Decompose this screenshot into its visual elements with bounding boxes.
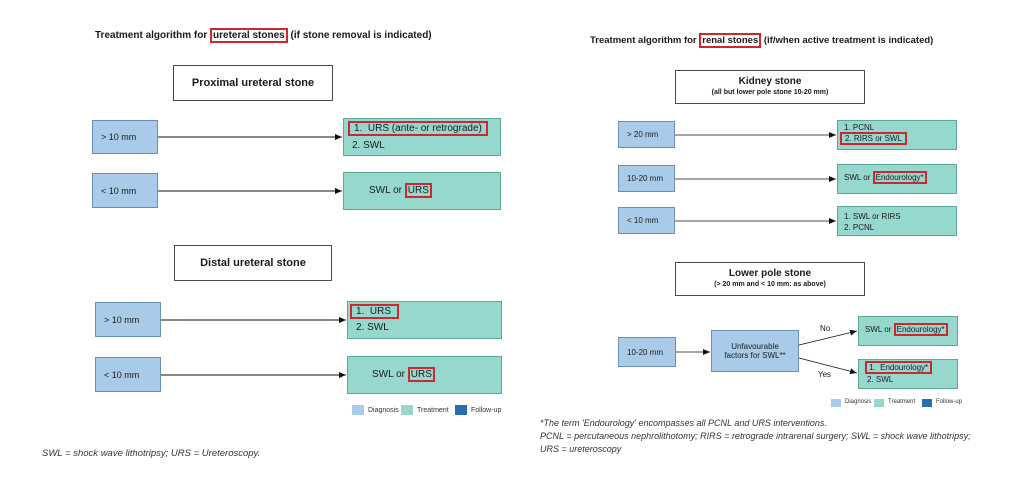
- left-title: Treatment algorithm for ureteral stones …: [95, 28, 432, 43]
- legend-treatment: Treatment: [417, 407, 449, 414]
- left-footnote: SWL = shock wave lithotripsy; URS = Uret…: [42, 448, 261, 459]
- left-title-highlight: ureteral stones: [210, 28, 288, 43]
- legend-diagnosis: Diagnosis: [368, 407, 399, 414]
- lt10-treatment: 1. SWL or RIRS 2. PCNL: [837, 206, 957, 236]
- arrow-unfav-yes: [798, 357, 858, 375]
- arrow-unfav-no: [798, 329, 858, 346]
- lt10-diagnosis: < 10 mm: [618, 207, 675, 234]
- dist-lt10-highlight: URS: [407, 367, 435, 382]
- prox-lt10-highlight: URS: [404, 183, 432, 198]
- gt20-diagnosis: > 20 mm: [618, 121, 675, 148]
- lp-10-20-diagnosis: 10-20 mm: [618, 337, 676, 367]
- legend2-swatch-followup: [922, 399, 932, 407]
- gt20-tx2-highlight: 2. RIRS or SWL: [840, 132, 907, 145]
- proximal-header: Proximal ureteral stone: [173, 65, 333, 101]
- legend2-swatch-diagnosis: [831, 399, 841, 407]
- legend-swatch-treatment: [401, 405, 413, 415]
- prox-gt10-treatment: 1. URS (ante- or retrograde) 2. SWL: [343, 118, 501, 156]
- dist-gt10-tx1-highlight: 1. URS: [350, 304, 400, 319]
- right-note-3: URS = ureteroscopy: [540, 444, 622, 454]
- yes-treatment: 1. Endourology* 2. SWL: [858, 359, 958, 389]
- legend2-treatment: Treatment: [888, 399, 916, 405]
- right-notes: *The term 'Endourology' encompasses all …: [540, 417, 971, 456]
- yes-label: Yes: [818, 370, 832, 379]
- prox-gt10-tx1-highlight: 1. URS (ante- or retrograde): [348, 121, 488, 136]
- no-tx-highlight: Endourology*: [893, 323, 948, 336]
- legend2-followup: Follow-up: [936, 399, 963, 405]
- gt20-treatment: 1. PCNL 2. RIRS or SWL: [837, 120, 957, 150]
- right-note-1: *The term 'Endourology' encompasses all …: [540, 418, 827, 428]
- prox-lt10-diagnosis: < 10 mm: [92, 173, 158, 208]
- right-note-2: PCNL = percutaneous nephrolithotomy; RIR…: [540, 431, 971, 441]
- legend2-diagnosis: Diagnosis: [845, 399, 872, 405]
- legend2-swatch-treatment: [874, 399, 884, 407]
- dist-gt10-treatment: 1. URS 2. SWL: [347, 301, 502, 339]
- legend-followup: Follow-up: [471, 407, 502, 414]
- legend-swatch-diagnosis: [352, 405, 364, 415]
- no-label: No: [820, 324, 831, 333]
- right-title: Treatment algorithm for renal stones (if…: [590, 33, 934, 48]
- dist-gt10-diagnosis: > 10 mm: [95, 302, 161, 337]
- legend-swatch-followup: [455, 405, 467, 415]
- kidney-header: Kidney stone (all but lower pole stone 1…: [675, 70, 865, 104]
- dist-lt10-diagnosis: < 10 mm: [95, 357, 161, 392]
- right-title-highlight: renal stones: [699, 33, 762, 48]
- r10-20-diagnosis: 10-20 mm: [618, 165, 675, 192]
- distal-header: Distal ureteral stone: [174, 245, 332, 281]
- unfavourable-factors-box: Unfavourable factors for SWL**: [711, 330, 799, 372]
- prox-lt10-treatment: SWL or URS: [343, 172, 501, 210]
- dist-lt10-treatment: SWL or URS: [347, 356, 502, 394]
- no-treatment: SWL or Endourology*: [858, 316, 958, 346]
- r10-20-treatment: SWL or Endourology*: [837, 164, 957, 194]
- prox-gt10-diagnosis: > 10 mm: [92, 120, 158, 154]
- lower-pole-header: Lower pole stone (> 20 mm and < 10 mm: a…: [675, 262, 865, 296]
- yes-tx1-highlight: 1. Endourology*: [865, 361, 933, 374]
- r10-20-highlight: Endourology*: [872, 171, 927, 184]
